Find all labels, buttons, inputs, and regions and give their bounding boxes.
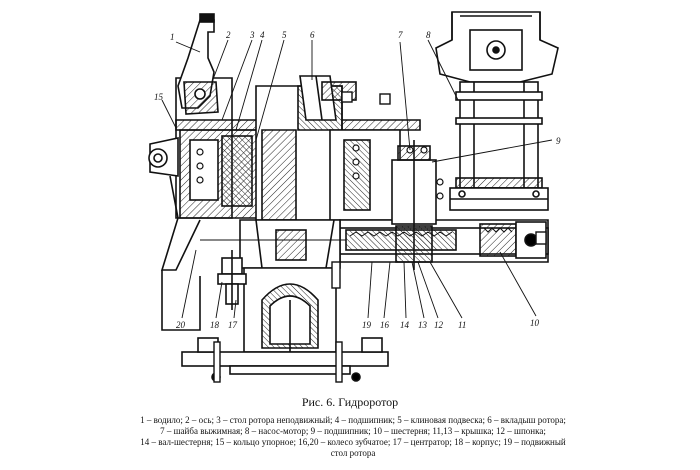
- carrier-arm: [177, 13, 219, 115]
- callout-20: 20: [176, 320, 186, 330]
- figure-legend: 1 – водило; 2 – ось; 3 – стол ротора неп…: [113, 415, 593, 459]
- callout-10: 10: [530, 318, 540, 328]
- left-bolt-assembly: [217, 250, 247, 310]
- legend-line: 1 – водило; 2 – ось; 3 – стол ротора неп…: [140, 415, 566, 425]
- figure-caption-title: Рис. 6. Гидроротор: [301, 395, 399, 409]
- hydrorotor-drawing: 1 2 3 4 5 6 7 8 9 10 11 12 13 14 15 16 1…: [148, 11, 561, 383]
- callout-6: 6: [310, 30, 315, 40]
- callout-12: 12: [434, 320, 444, 330]
- callout-18: 18: [210, 320, 220, 330]
- legend-line: стол ротора: [330, 448, 376, 458]
- callout-15: 15: [154, 92, 164, 102]
- motor-housing: [435, 11, 559, 211]
- callout-7: 7: [398, 30, 403, 40]
- callout-labels: 1 2 3 4 5 6 7 8 9 10 11 12 13 14 15 16 1…: [154, 30, 561, 330]
- gear-teeth: [200, 227, 513, 241]
- callout-5: 5: [282, 30, 287, 40]
- legend-line: 7 – шайба выжимная; 8 – насос-мотор; 9 –…: [160, 426, 546, 436]
- callout-19: 19: [362, 320, 372, 330]
- rotor-housing: [175, 75, 549, 382]
- callout-17: 17: [228, 320, 238, 330]
- bearings: [196, 144, 444, 200]
- callout-16: 16: [380, 320, 390, 330]
- leader-lines: [161, 39, 553, 319]
- callout-3: 3: [249, 30, 255, 40]
- side-lug: [148, 137, 201, 331]
- callout-8: 8: [426, 30, 431, 40]
- callout-14: 14: [400, 320, 410, 330]
- legend-line: 14 – вал-шестерня; 15 – кольцо упорное; …: [140, 437, 566, 447]
- callout-1: 1: [170, 32, 175, 42]
- callout-9: 9: [556, 136, 561, 146]
- callout-4: 4: [260, 30, 265, 40]
- callout-2: 2: [226, 30, 231, 40]
- callout-13: 13: [418, 320, 428, 330]
- bolts: [213, 91, 547, 383]
- callout-11: 11: [458, 320, 466, 330]
